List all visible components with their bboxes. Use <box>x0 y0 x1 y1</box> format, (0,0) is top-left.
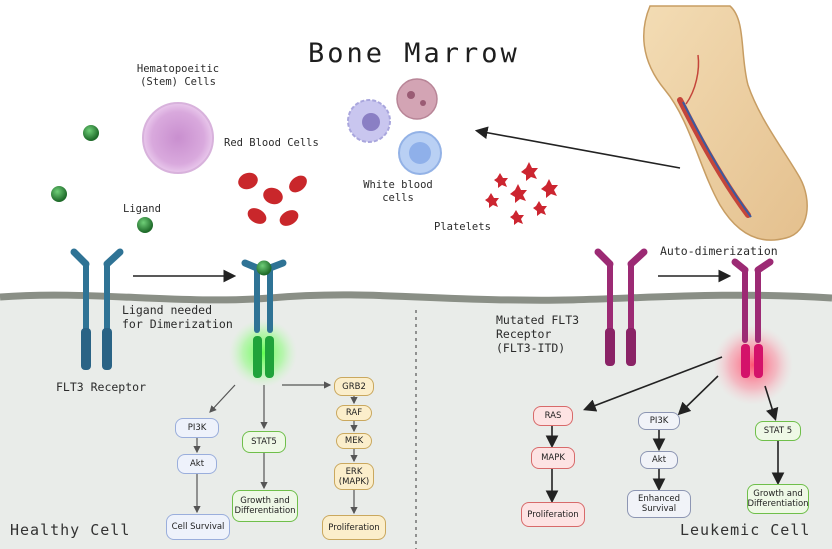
healthy-proliferation-box: Proliferation <box>322 515 386 540</box>
red-blood-cells <box>238 172 307 226</box>
wbc-label: White blood cells <box>363 179 433 204</box>
healthy-pathway-arrows <box>193 381 358 515</box>
cell-membrane <box>0 291 832 304</box>
leukemic-growth-box: Growth and Differentiation <box>747 484 809 514</box>
flt3-receptor-active <box>241 259 287 378</box>
leukemic-stat5-box: STAT 5 <box>755 421 801 441</box>
diagram-title: Bone Marrow <box>308 38 520 69</box>
healthy-cell-survival-box: Cell Survival <box>166 514 230 540</box>
healthy-grb2-box: GRB2 <box>334 377 374 396</box>
leukemic-pathway-arrows <box>545 356 785 504</box>
bone-to-cells-arrow <box>474 126 681 169</box>
healthy-raf-box: RAF <box>336 405 372 421</box>
auto-dimerization-label: Auto-dimerization <box>660 244 778 258</box>
platelets <box>485 162 558 225</box>
ligand-1 <box>83 125 99 141</box>
mutated-receptor-inactive <box>594 248 648 366</box>
healthy-erk-box: ERK (MAPK) <box>334 463 374 490</box>
leukemic-pi3k-box: PI3K <box>638 412 680 430</box>
ligand-label: Ligand <box>123 203 161 215</box>
stem-cell-label: Hematopoeitic (Stem) Cells <box>136 63 220 88</box>
mutated-receptor-label: Mutated FLT3 Receptor (FLT3-ITD) <box>496 313 580 355</box>
ligand-2 <box>51 186 67 202</box>
leukemic-proliferation-box: Proliferation <box>521 502 585 527</box>
leukemic-akt-box: Akt <box>640 451 678 469</box>
leukemic-enhanced-survival-box: Enhanced Survival <box>627 490 691 518</box>
leukemic-cell-label: Leukemic Cell <box>680 521 811 539</box>
platelets-label: Platelets <box>434 221 491 233</box>
leukemic-mapk-box: MAPK <box>531 447 575 469</box>
cytoplasm <box>0 294 832 549</box>
rbc-label: Red Blood Cells <box>224 137 319 149</box>
leukemic-ras-box: RAS <box>533 406 573 426</box>
mutated-receptor-active <box>731 258 774 378</box>
healthy-mek-box: MEK <box>336 433 372 449</box>
stem-cell <box>142 102 214 174</box>
healthy-cell-label: Healthy Cell <box>10 521 131 539</box>
white-blood-cells <box>347 78 442 175</box>
active-receptor-glow <box>229 319 297 387</box>
healthy-pi3k-box: PI3K <box>175 418 219 438</box>
ligand-3 <box>137 217 153 233</box>
bone-illustration <box>643 5 808 241</box>
flt3-receptor-inactive <box>70 248 124 370</box>
healthy-stat5-box: STAT5 <box>242 431 286 453</box>
healthy-akt-box: Akt <box>177 454 217 474</box>
mutant-receptor-glow <box>713 325 793 405</box>
healthy-growth-box: Growth and Differentiation <box>232 490 298 522</box>
ligand-needed-label: Ligand needed for Dimerization <box>122 303 233 331</box>
flt3-receptor-label: FLT3 Receptor <box>56 380 147 394</box>
